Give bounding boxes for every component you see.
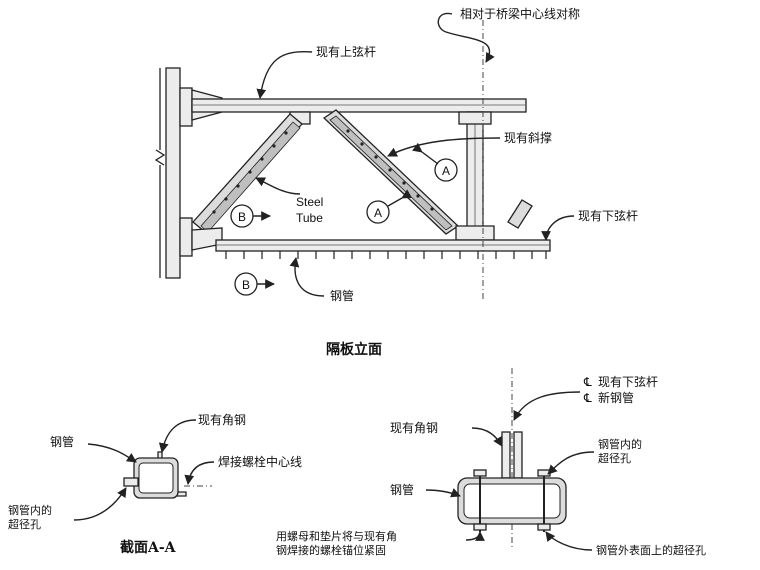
steel-tube-label-2: Tube xyxy=(296,211,323,225)
bb-nut-leader xyxy=(465,531,485,541)
pipe-label: 钢管 xyxy=(330,288,354,303)
top-chord xyxy=(191,98,527,113)
bb-cl-leader xyxy=(513,391,581,421)
bb-outer-hole-label: 钢管外表面上的超径孔 xyxy=(596,543,706,557)
bb-pipe-label: 钢管 xyxy=(390,482,414,497)
elevation-title: 隔板立面 xyxy=(326,341,382,358)
bb-angle-right xyxy=(513,431,523,479)
svg-text:℄: ℄ xyxy=(583,391,592,405)
diagonal-leader xyxy=(387,137,501,157)
pipe-bolts xyxy=(225,251,547,259)
aa-hole-leader xyxy=(73,487,127,521)
bb-outer-hole-leader xyxy=(545,531,593,551)
section-aa-view: 现有角钢 钢管 焊接螺栓中心线 钢管内的 超径孔 截面A-A xyxy=(8,413,302,556)
aa-angle-label: 现有角钢 xyxy=(198,413,246,427)
aa-hole-label-2: 超径孔 xyxy=(8,517,41,531)
symmetry-label: 相对于桥梁中心线对称 xyxy=(460,6,580,21)
bb-nut-note-1: 用螺母和垫片将与现有角 xyxy=(276,529,397,543)
aa-pipe-label: 钢管 xyxy=(50,434,74,449)
right-short-diagonal xyxy=(507,199,533,229)
bb-bolts xyxy=(473,469,551,532)
aa-title: 截面A-A xyxy=(120,539,177,556)
steel-tube-label-1: Steel xyxy=(296,195,323,209)
aa-cl-label: 焊接螺栓中心线 xyxy=(218,454,302,469)
bottom-chord xyxy=(215,239,551,252)
diagonal-label: 现有斜撑 xyxy=(504,130,552,145)
steel-tube-leader xyxy=(255,177,301,195)
svg-text:A: A xyxy=(442,164,450,178)
bottom-right-gusset xyxy=(455,225,495,241)
bottom-chord-leader xyxy=(541,215,575,241)
bb-inner-hole-label-1: 钢管内的 xyxy=(598,437,642,451)
aa-cl-leader xyxy=(184,461,215,485)
section-a-bubble-lower: A xyxy=(366,189,413,224)
section-b-bubble-upper: B xyxy=(230,204,271,228)
top-chord-label: 现有上弦杆 xyxy=(316,44,376,59)
bb-angle-label: 现有角钢 xyxy=(390,421,438,435)
svg-text:A: A xyxy=(374,206,382,220)
symmetry-leader xyxy=(437,12,495,63)
bb-angle-leader xyxy=(471,427,503,447)
bb-cl-new-pipe: 新钢管 xyxy=(598,390,634,405)
bb-inner-hole-label-2: 超径孔 xyxy=(598,451,631,465)
aa-pipe-leader xyxy=(87,443,137,463)
svg-text:B: B xyxy=(242,278,250,292)
bb-angle-left xyxy=(501,431,511,479)
bb-pipe-leader xyxy=(425,488,461,498)
centerline-symbol-icon: ℄ ℄ xyxy=(583,375,592,405)
aa-bolt xyxy=(123,477,139,487)
right-diagonal-tube xyxy=(322,109,460,235)
section-a-bubble-upper: A xyxy=(412,142,458,182)
top-chord-leader xyxy=(256,51,313,99)
svg-text:B: B xyxy=(238,210,246,224)
svg-text:℄: ℄ xyxy=(583,375,592,389)
bb-inner-hole-leader xyxy=(547,451,595,475)
pipe-leader xyxy=(289,257,325,297)
bb-cl-bottom-chord: 现有下弦杆 xyxy=(598,374,658,389)
left-diagonal-tube xyxy=(192,113,303,233)
bottom-chord-label: 现有下弦杆 xyxy=(578,208,638,223)
bb-nut-note-2: 钢焊接的螺栓锚位紧固 xyxy=(276,543,386,557)
section-bb-view: ℄ ℄ 现有下弦杆 新钢管 现有角钢 钢管 钢管内的 超径孔 用螺母和垫片将与现… xyxy=(276,368,706,557)
aa-angle-leader xyxy=(158,419,197,453)
center-post xyxy=(458,111,492,231)
girder-web xyxy=(154,67,193,279)
section-b-bubble-lower: B xyxy=(234,272,275,296)
aa-hole-label-1: 钢管内的 xyxy=(8,503,52,517)
elevation-view: 相对于桥梁中心线对称 现有上弦杆 现有斜撑 现有下弦杆 Steel Tube 钢… xyxy=(154,6,638,358)
